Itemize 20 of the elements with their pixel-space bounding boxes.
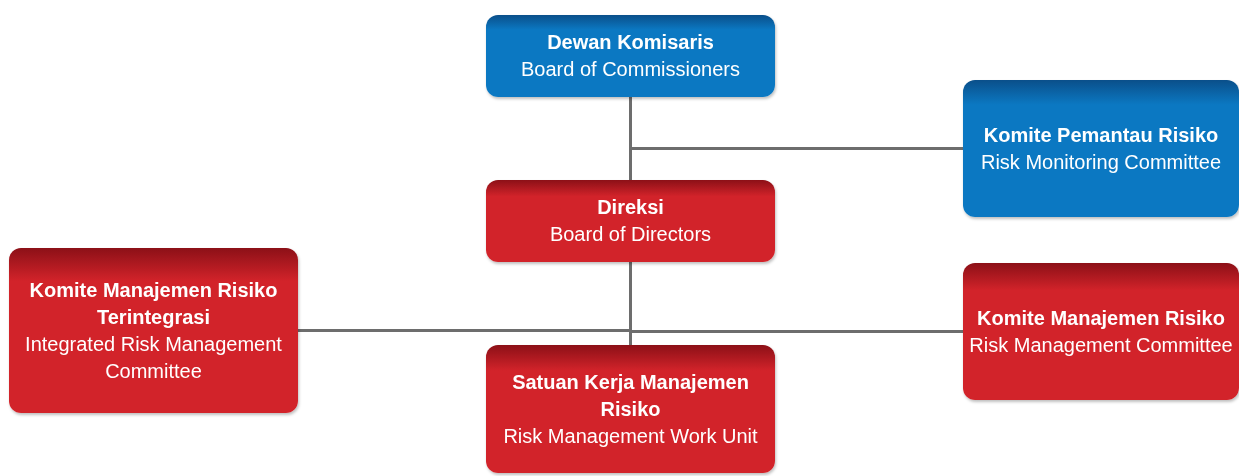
unit-name-english: Board of Directors <box>549 222 712 247</box>
unit-name: Satuan Kerja Manajemen Risiko <box>511 369 750 422</box>
org-box <box>486 15 775 97</box>
org-box <box>963 263 1239 400</box>
unit-name-english: Risk Management Committee <box>969 332 1233 358</box>
connector-line <box>629 262 632 345</box>
unit-name: Komite Pemantau Risiko <box>983 122 1219 148</box>
org-box <box>963 80 1239 217</box>
unit-name: Dewan Komisaris <box>547 30 714 55</box>
org-box <box>9 248 298 413</box>
unit-name-english: Risk Management Work Unit <box>503 423 758 449</box>
unit-name-english: Risk Monitoring Committee <box>980 149 1222 175</box>
org-box <box>486 345 775 473</box>
unit-name-english: Board of Commissioners <box>521 57 740 82</box>
org-box <box>486 180 775 262</box>
connector-line <box>629 97 963 150</box>
unit-name-english: Integrated Risk Management Committee <box>24 331 283 384</box>
unit-name: Komite Manajemen Risiko <box>977 305 1225 331</box>
unit-name: Komite Manajemen Risiko Terintegrasi <box>28 277 279 330</box>
unit-name: Direksi <box>597 195 664 220</box>
